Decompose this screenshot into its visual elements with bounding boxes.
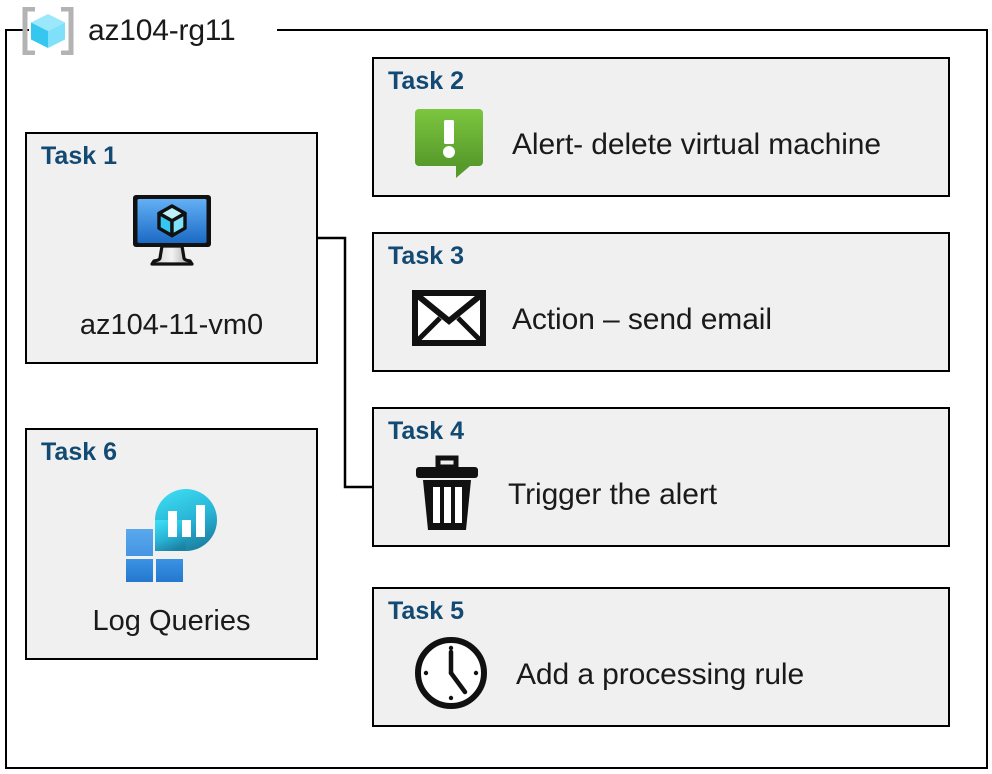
task-card-task6[interactable]: Task 6 bbox=[25, 428, 318, 660]
task-card-caption: Action – send email bbox=[512, 303, 772, 336]
task-card-task5[interactable]: Task 5 Add a processing rule bbox=[372, 587, 950, 727]
clock-icon bbox=[412, 634, 490, 717]
log-analytics-icon bbox=[120, 486, 224, 587]
task-card-caption: Trigger the alert bbox=[508, 478, 717, 511]
task-card-title: Task 2 bbox=[388, 67, 464, 95]
resource-group-frame-top-left-stub bbox=[5, 29, 29, 31]
task-card-task4[interactable]: Task 4 Trigger the alert bbox=[372, 407, 950, 547]
task-card-caption: Add a processing rule bbox=[516, 658, 805, 691]
task-card-caption: Log Queries bbox=[92, 605, 251, 637]
resource-group-name: az104-rg11 bbox=[88, 14, 236, 47]
task-card-title: Task 5 bbox=[388, 597, 464, 625]
task-card-title: Task 6 bbox=[41, 438, 117, 466]
resource-group-frame bbox=[5, 30, 988, 769]
resource-group-header: az104-rg11 bbox=[22, 5, 236, 57]
task-card-task1[interactable]: Task 1 bbox=[25, 132, 318, 364]
task-card-task2[interactable]: Task 2 Alert- delete virtual machine bbox=[372, 57, 950, 197]
resource-group-frame-top-rule bbox=[277, 29, 988, 31]
task-card-caption: Alert- delete virtual machine bbox=[512, 128, 881, 161]
envelope-icon bbox=[412, 289, 486, 351]
task-card-title: Task 1 bbox=[41, 142, 117, 170]
virtual-machine-icon bbox=[126, 190, 218, 277]
task-card-title: Task 4 bbox=[388, 417, 464, 445]
alert-bubble-icon bbox=[412, 106, 486, 185]
task-card-caption: az104-11-vm0 bbox=[79, 309, 264, 341]
task-card-title: Task 3 bbox=[388, 242, 464, 270]
task-card-task3[interactable]: Task 3 Action – send email bbox=[372, 232, 950, 372]
trash-can-icon bbox=[412, 454, 482, 537]
azure-resource-group-icon bbox=[22, 7, 74, 55]
